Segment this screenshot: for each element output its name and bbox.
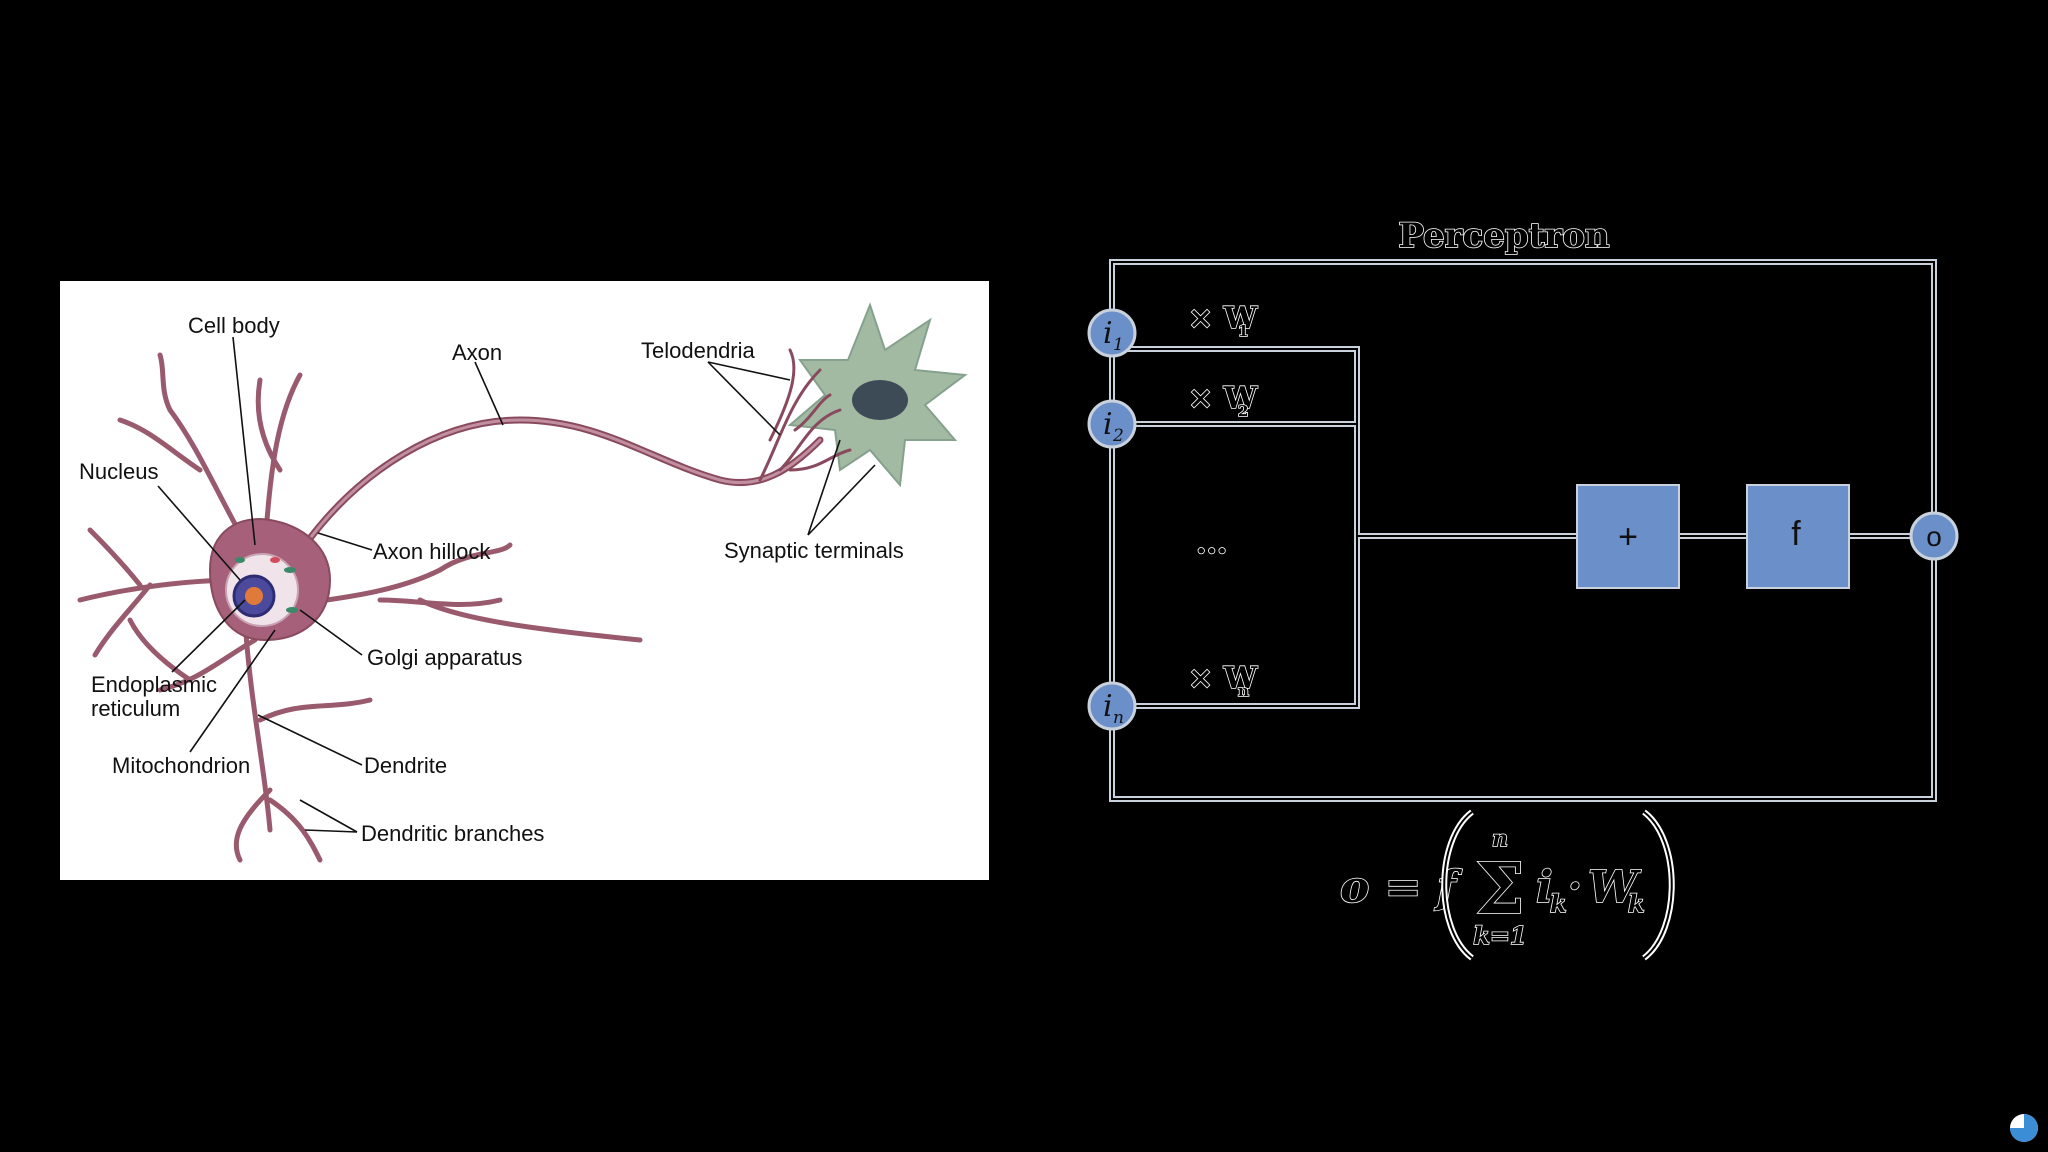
formula-upper: n: [1492, 826, 1508, 852]
input-node-n: i n: [1087, 681, 1137, 731]
perceptron-diagram: Perceptron i 1: [1087, 215, 1959, 802]
formula-term-w-sub: k: [1628, 889, 1645, 918]
weight-n-sub: n: [1238, 682, 1249, 700]
activation-symbol: f: [1791, 515, 1801, 553]
formula-dot: ·: [1568, 863, 1582, 910]
formula-lower: k=1: [1473, 921, 1526, 950]
weight-1-label: × W: [1188, 301, 1259, 336]
sum-symbol: +: [1618, 518, 1638, 556]
ellipsis: ...: [1196, 526, 1227, 561]
leader-lines: [157, 336, 876, 833]
weight-2-sub: 2: [1238, 402, 1248, 420]
neuron-illustration: Cell body Axon Telodendria Nucleus Axon …: [60, 281, 989, 880]
activation-box: f: [1746, 484, 1850, 589]
label-golgi-apparatus: Golgi apparatus: [367, 645, 522, 670]
weight-1-sub: 1: [1238, 322, 1248, 340]
formula-sigma: Σ: [1475, 847, 1525, 930]
formula-term-w: W: [1588, 862, 1642, 913]
label-telodendria: Telodendria: [641, 338, 756, 363]
weight-n: × W n: [1187, 660, 1259, 701]
formula-term-i-sub: k: [1550, 889, 1567, 918]
label-axon-hillock: Axon hillock: [373, 539, 491, 564]
input-n-letter: i: [1103, 689, 1113, 724]
progress-pie-icon[interactable]: [2010, 1114, 2038, 1142]
label-endoplasmic: Endoplasmic: [91, 672, 217, 697]
input-2-sub: 2: [1112, 426, 1124, 446]
input-2-letter: i: [1103, 407, 1113, 442]
weight-2: × W 2: [1187, 380, 1259, 421]
label-dendritic-branches: Dendritic branches: [361, 821, 544, 846]
label-nucleus: Nucleus: [79, 459, 158, 484]
weight-2-label: × W: [1188, 381, 1259, 416]
input-1-letter: i: [1103, 316, 1113, 351]
label-synaptic-terminals: Synaptic terminals: [724, 538, 904, 563]
input-node-1: i 1: [1087, 308, 1137, 358]
input-node-2: i 2: [1087, 399, 1137, 449]
input-n-sub: n: [1113, 708, 1124, 728]
target-cell: [787, 302, 968, 488]
sum-box: +: [1576, 484, 1680, 589]
cell-body: [208, 518, 332, 642]
perceptron-formula: o = f n Σ k=1 i k · W k: [1339, 809, 1675, 961]
label-axon: Axon: [452, 340, 502, 365]
output-label: o: [1926, 521, 1942, 552]
perceptron-title: Perceptron: [1398, 216, 1609, 256]
input-1-sub: 1: [1113, 335, 1124, 355]
formula-term-i: i: [1536, 862, 1553, 913]
weight-1: × W 1: [1187, 300, 1259, 341]
label-cell-body: Cell body: [188, 313, 280, 338]
label-dendrite: Dendrite: [364, 753, 447, 778]
label-reticulum: reticulum: [91, 696, 180, 721]
output-node: o: [1909, 511, 1959, 561]
weight-n-label: × W: [1188, 661, 1259, 696]
label-mitochondrion: Mitochondrion: [112, 753, 250, 778]
telodendria: [758, 348, 852, 482]
formula-right-paren: [1642, 809, 1675, 961]
